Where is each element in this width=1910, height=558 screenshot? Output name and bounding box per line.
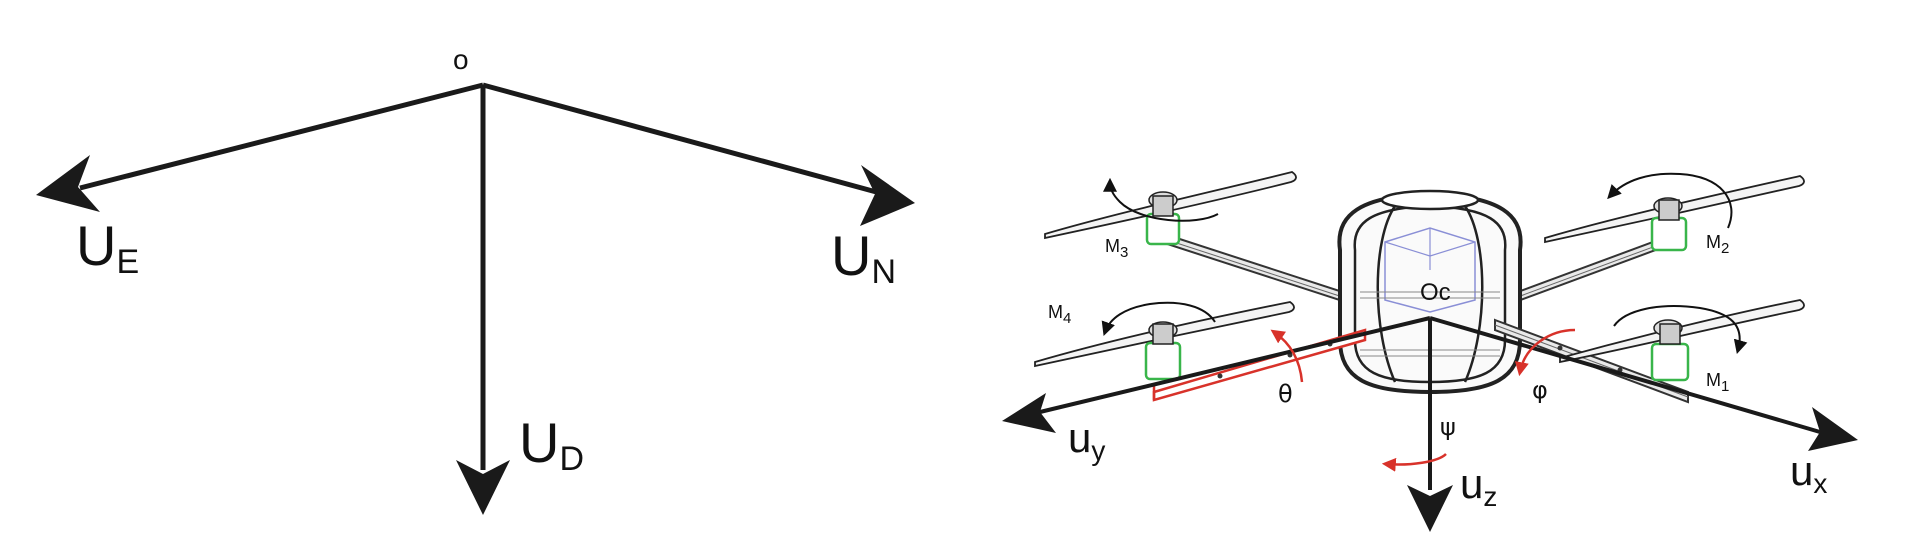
- ned-frame: o UE UN UD: [36, 44, 915, 515]
- axis-ux-line: [1429, 316, 1821, 434]
- pitch-arrow: [1270, 329, 1304, 383]
- axis-uz-arrowhead: [1407, 485, 1453, 532]
- axis-uz-label: uz: [1460, 460, 1497, 512]
- pitch-label: θ: [1278, 380, 1293, 408]
- axis-ux-arrowhead: [1808, 407, 1858, 451]
- axis-n-arrowhead: [860, 165, 915, 226]
- axis-e-line: [79, 82, 484, 191]
- axis-d-label: UD: [519, 411, 584, 478]
- rotation-arrow-m1: [1613, 305, 1748, 355]
- axis-uy-line: [1039, 316, 1431, 414]
- motor-m3: [1145, 195, 1181, 246]
- axis-d-arrowhead: [456, 460, 510, 515]
- yaw-label: ψ: [1440, 413, 1456, 441]
- axis-uy-label: uy: [1068, 414, 1105, 466]
- arm-m3: [1151, 228, 1359, 308]
- axis-e-label: UE: [76, 214, 139, 281]
- rotation-arrow-m4: [1101, 301, 1216, 336]
- quadrotor: Oc ux uy uz φ θ ψ M1 M2 M3 M4: [1002, 171, 1858, 532]
- motor-m3-label: M3: [1105, 236, 1128, 261]
- yaw-arrow: [1381, 453, 1447, 472]
- roll-label: φ: [1532, 376, 1548, 404]
- motor-m4-label: M4: [1048, 302, 1071, 327]
- rotation-arrow-m3: [1103, 177, 1219, 222]
- motor-m1: [1650, 323, 1690, 382]
- motor-m2: [1650, 199, 1688, 252]
- motor-m4: [1144, 323, 1182, 381]
- axis-e-arrowhead: [36, 155, 100, 212]
- motor-m2-label: M2: [1706, 232, 1729, 257]
- axis-n-label: UN: [831, 224, 896, 291]
- origin-label: o: [453, 44, 469, 75]
- axis-ux-label: ux: [1790, 447, 1827, 499]
- roll-arrow: [1514, 328, 1576, 377]
- rotation-arrow-m2: [1607, 172, 1733, 229]
- axis-uy-arrowhead: [1002, 393, 1056, 433]
- body-center-label: Oc: [1420, 279, 1451, 306]
- motor-m1-label: M1: [1706, 370, 1729, 395]
- axis-n-line: [482, 82, 881, 196]
